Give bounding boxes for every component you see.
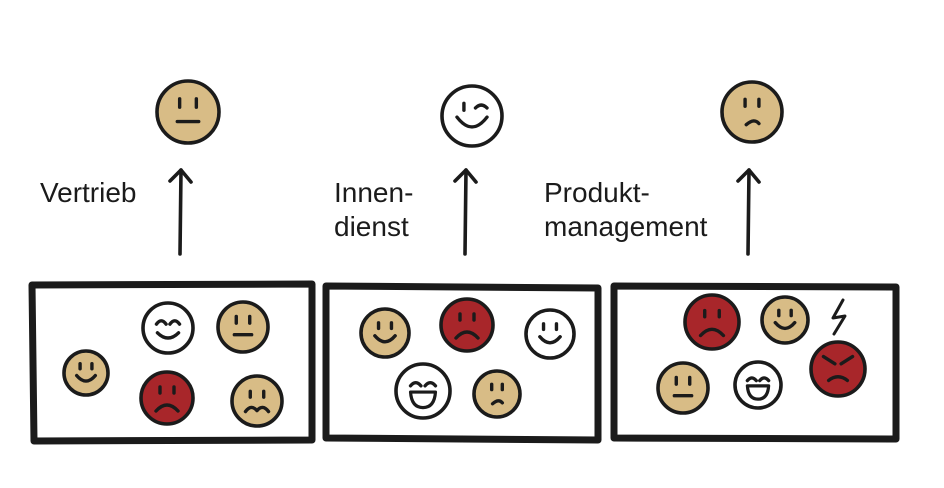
summary-face-icon	[155, 79, 221, 145]
team-face-icon	[656, 361, 710, 415]
department-label-line: management	[544, 211, 708, 242]
department-label-line: dienst	[334, 211, 409, 242]
up-arrow-1	[453, 168, 478, 256]
team-face-icon	[733, 360, 783, 410]
team-face-icon	[524, 308, 576, 360]
team-face-icon	[809, 340, 867, 398]
summary-face-icon	[440, 84, 504, 148]
department-label-line: Produkt-	[544, 177, 650, 208]
lightning-bolt-icon	[831, 298, 847, 336]
department-label-line: Vertrieb	[40, 177, 137, 208]
department-label-innendienst: Innen- dienst	[334, 176, 413, 244]
team-face-icon	[216, 300, 270, 354]
team-face-icon	[439, 297, 495, 353]
up-arrow-0	[168, 168, 193, 256]
team-face-icon	[472, 369, 522, 419]
team-face-icon	[683, 293, 741, 351]
team-face-icon	[230, 374, 284, 428]
up-arrow-2	[736, 168, 761, 256]
department-label-produktmanagement: Produkt- management	[544, 176, 707, 244]
department-label-line: Innen-	[334, 177, 414, 208]
team-face-icon	[359, 307, 411, 359]
department-label-vertrieb: Vertrieb	[40, 176, 137, 210]
team-face-icon	[141, 301, 195, 355]
summary-face-icon	[720, 80, 784, 144]
team-face-icon	[139, 370, 195, 426]
team-face-icon	[394, 362, 452, 420]
team-face-icon	[760, 295, 810, 345]
team-face-icon	[62, 349, 110, 397]
